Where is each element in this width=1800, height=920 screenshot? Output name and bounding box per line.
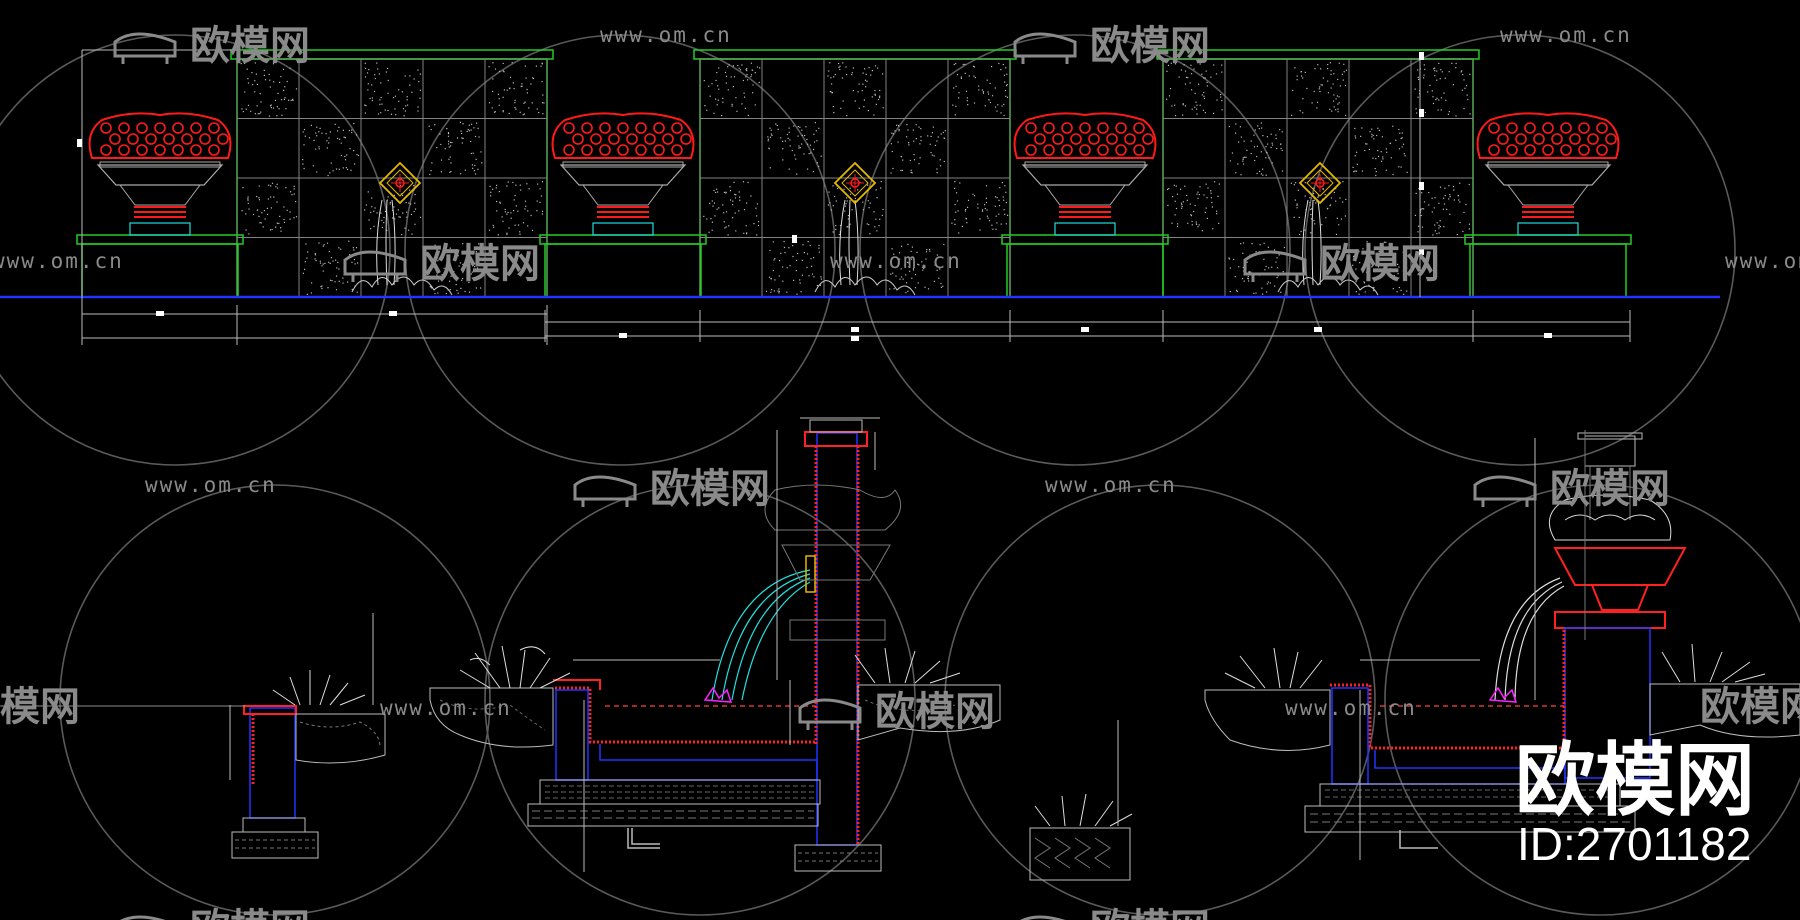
wall-panel-3 xyxy=(1156,49,1480,298)
granite-texture xyxy=(241,182,298,235)
shrub-right xyxy=(854,647,961,684)
diamond-ornament-3 xyxy=(1298,161,1342,205)
watermark-url-8: www.om.cn xyxy=(380,696,512,720)
urn-planter-1 xyxy=(76,112,244,298)
brand-id-label: ID:2701182 xyxy=(1517,818,1751,870)
granite-texture xyxy=(1352,241,1408,295)
red-flowers xyxy=(88,112,232,159)
urn-planters xyxy=(76,112,1632,298)
red-flowers xyxy=(1013,112,1157,159)
watermark-cn-7: 欧模网 xyxy=(0,684,80,730)
watermark-cn-5: 欧模网 xyxy=(650,466,770,512)
watermark-cn-10: 欧模网 xyxy=(190,906,310,920)
spout-water-3 xyxy=(1277,199,1379,296)
watermark-url-4: www.om.cn xyxy=(830,249,962,273)
granite-texture xyxy=(488,181,544,236)
watermark-url-2: www.om.cn xyxy=(1500,23,1632,47)
watermark-url-7: www.om.cn xyxy=(1045,473,1177,497)
granite-texture xyxy=(240,62,298,117)
granite-texture xyxy=(951,181,1009,234)
urn-planter-4 xyxy=(1464,112,1632,298)
diamond-ornaments xyxy=(378,161,1342,205)
planting-bed-section xyxy=(1029,720,1133,881)
brand-name: 欧模网 xyxy=(1515,734,1755,827)
small-wall-section xyxy=(0,613,386,859)
elevation-dimension-lines xyxy=(77,49,1631,345)
urn-planter-3 xyxy=(1001,112,1169,298)
diamond-ornament-2 xyxy=(833,161,877,205)
red-flowers xyxy=(551,112,695,159)
watermark-cn-11: 欧模网 xyxy=(1090,906,1210,920)
watermark-logo-1: 欧模网 xyxy=(113,23,310,69)
watermark-cn-6: 欧模网 xyxy=(1550,466,1670,512)
granite-texture xyxy=(1167,181,1220,232)
granite-texture xyxy=(1166,62,1223,117)
watermark-url-5: www.om.cn xyxy=(1725,249,1800,273)
watermark-logo-4: 欧模网 xyxy=(1243,241,1440,287)
granite-texture xyxy=(488,62,545,116)
spout-water-1 xyxy=(351,199,453,296)
watermark-texts: 欧模网 www.om.cn 欧模网 www.om.cn www.om.cn 欧模… xyxy=(0,23,1800,920)
urn-planter-2 xyxy=(539,112,707,298)
watermark-cn-8: 欧模网 xyxy=(875,689,995,735)
wall-panels xyxy=(230,49,1480,298)
watermark-cn-4: 欧模网 xyxy=(1320,241,1440,287)
granite-texture xyxy=(890,124,946,174)
watermark-logo-5: 欧模网 xyxy=(573,466,770,512)
red-flowers xyxy=(1476,112,1620,159)
granite-texture xyxy=(1352,125,1408,177)
granite-texture xyxy=(767,122,822,175)
granite-texture xyxy=(302,122,360,177)
granite-texture xyxy=(1414,182,1470,236)
watermark-logo-2: 欧模网 xyxy=(1013,23,1210,69)
spout-water-2 xyxy=(814,199,916,296)
granite-texture xyxy=(1291,62,1347,116)
watermark-cn-2: 欧模网 xyxy=(1090,23,1210,69)
watermark-logo-7: 欧模网 xyxy=(798,689,995,735)
watermark-cn-3: 欧模网 xyxy=(420,241,540,287)
fountain-wall-elevation xyxy=(0,49,1720,345)
granite-texture xyxy=(1228,122,1284,176)
watermark-logo-9: 欧模网 xyxy=(1020,906,1210,920)
watermark-cn-1: 欧模网 xyxy=(190,23,310,69)
watermark-logo-3: 欧模网 xyxy=(343,241,540,287)
watermark-url-1: www.om.cn xyxy=(600,23,732,47)
granite-texture xyxy=(703,181,760,236)
granite-texture xyxy=(1414,62,1471,117)
brand-stamp: 欧模网 ID:2701182 xyxy=(1515,734,1755,870)
wall-panel-1 xyxy=(230,49,554,298)
water-jet-arc xyxy=(711,569,811,701)
granite-texture xyxy=(952,62,1009,117)
watermark-url-3: www.om.cn xyxy=(0,249,124,273)
granite-texture xyxy=(703,62,761,117)
fountain-pool-section-center xyxy=(429,417,1001,872)
watermark-url-6: www.om.cn xyxy=(145,473,277,497)
fountain-pool-section-right xyxy=(1204,430,1800,860)
grass-tuft xyxy=(272,670,366,706)
granite-texture xyxy=(765,240,822,295)
diamond-ornament-1 xyxy=(378,161,422,205)
watermark-logo-6: 欧模网 xyxy=(1473,466,1670,512)
granite-texture xyxy=(428,121,483,176)
watermark-cn-9: 欧模网 xyxy=(1700,684,1800,730)
watermark-url-9: www.om.cn xyxy=(1285,696,1417,720)
granite-texture xyxy=(364,62,421,117)
watermark-circles xyxy=(0,34,1800,916)
granite-texture xyxy=(889,243,945,294)
shrub-left xyxy=(459,645,571,689)
granite-texture xyxy=(827,62,884,117)
watermark-logo-8: 欧模网 xyxy=(120,906,310,920)
